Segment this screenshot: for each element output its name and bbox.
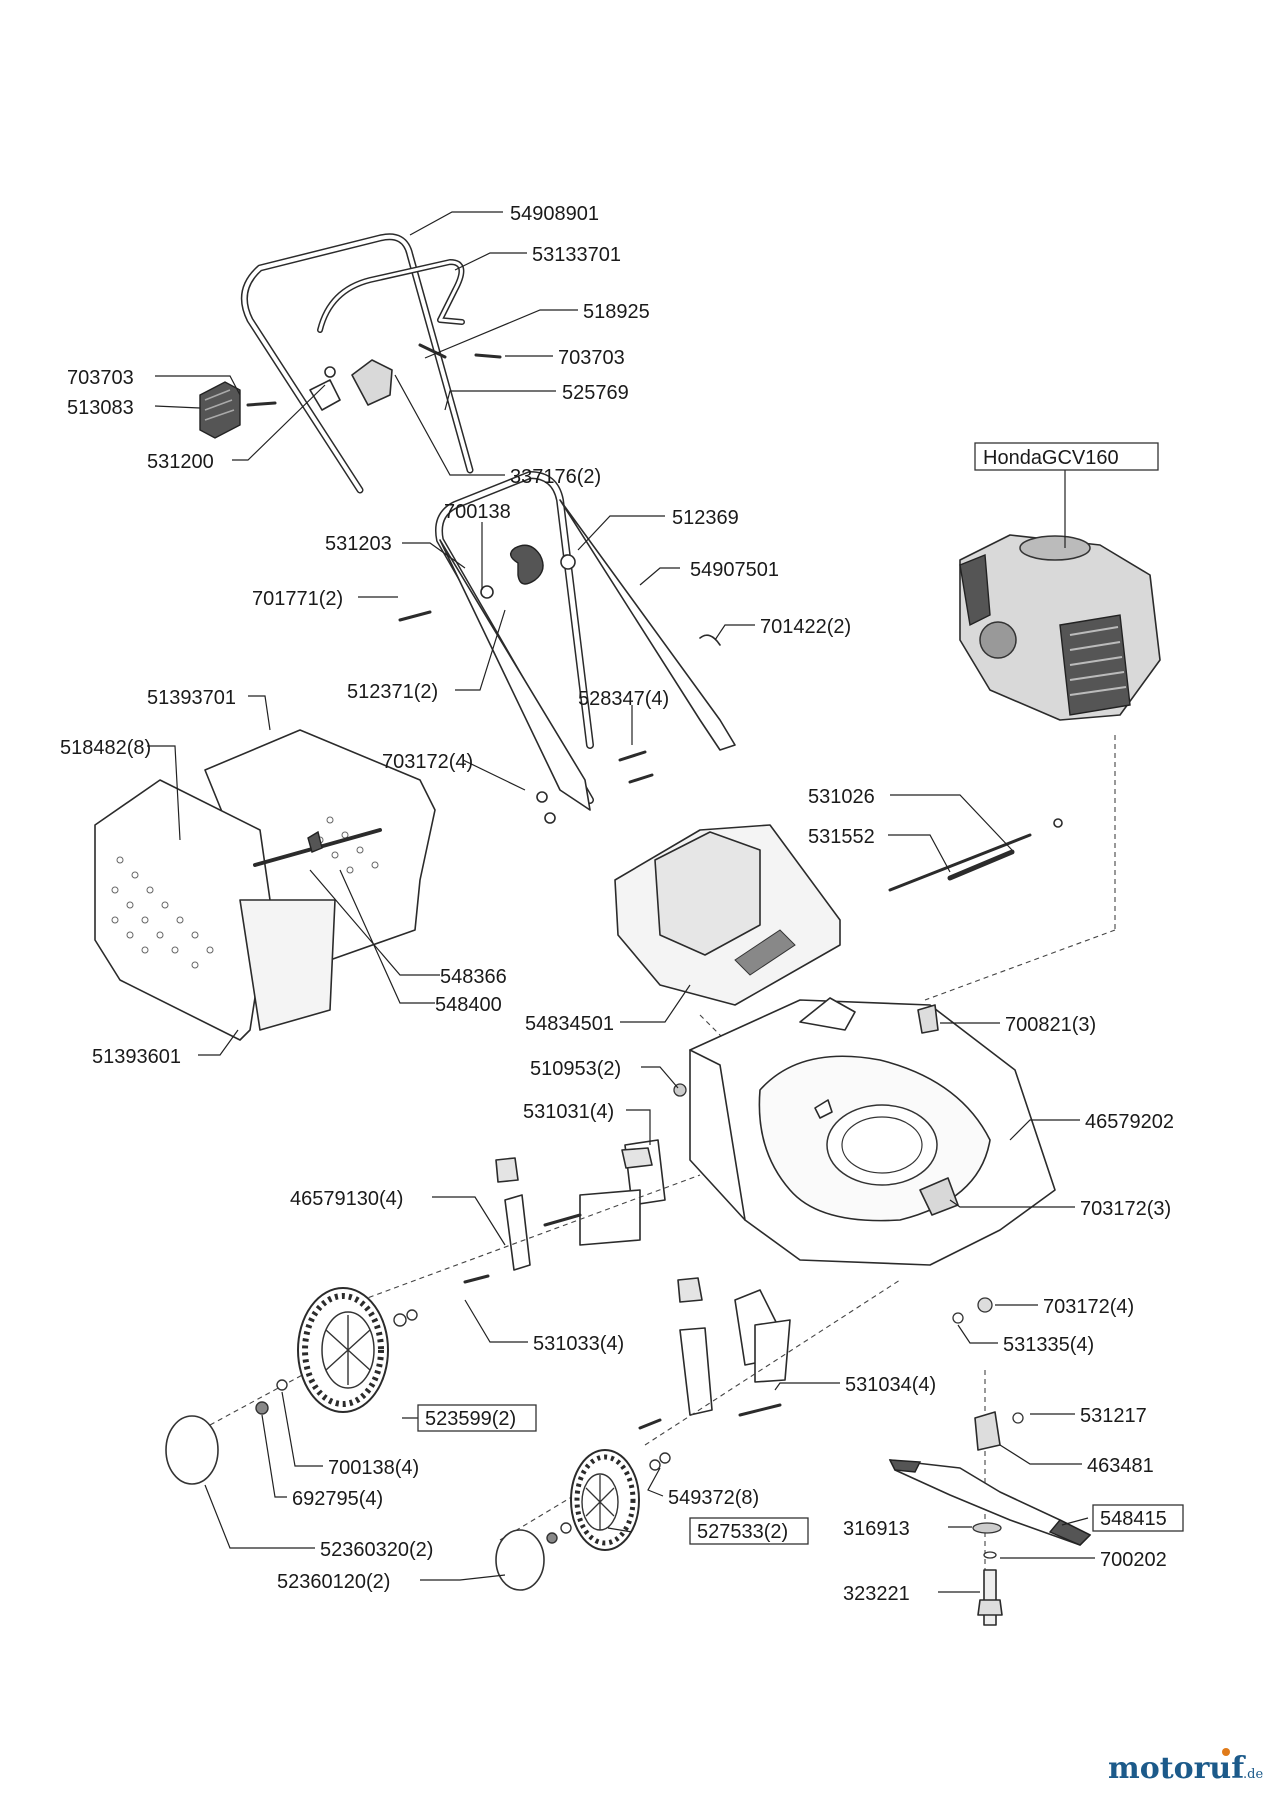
rear-wheel-drawing [165,1287,418,1485]
leader-lines [147,211,1095,1593]
rear-wheel-label-box [417,1404,537,1432]
part-label: 531203 [325,533,392,555]
engine-label-box [974,442,1159,471]
part-label: 51393601 [92,1046,181,1068]
part-label: 701422(2) [760,616,851,638]
handle-grip-drawing [199,381,277,439]
part-label: 700138 [444,501,511,523]
part-label: 531033(4) [533,1333,624,1355]
part-label: 549372(8) [668,1487,759,1509]
part-label: 531335(4) [1003,1334,1094,1356]
part-label: 703172(4) [382,751,473,773]
lower-handle-drawing [398,471,736,824]
watermark-suffix: .de [1243,1767,1263,1782]
blade-assembly-drawing [888,1411,1092,1626]
part-label: 548400 [435,994,502,1016]
parts-drawings [94,233,1161,1626]
part-label: 531034(4) [845,1374,936,1396]
mower-deck-drawing [689,997,1056,1266]
axle-shafts-drawing [888,818,1063,892]
rear-flap-drawing [614,824,841,1056]
blade-label-box [1092,1504,1184,1532]
rear-wheel-label: 523599(2) [425,1408,516,1430]
height-adjuster-drawing [463,1139,791,1430]
part-label: 54907501 [690,559,779,581]
part-label: 52360320(2) [320,1539,433,1561]
part-label: 337176(2) [510,466,601,488]
front-wheel-drawing [495,1449,671,1591]
front-wheel-label: 527533(2) [697,1521,788,1543]
handle-clamp-drawing [309,343,502,411]
upper-handle-drawing [240,233,474,494]
part-label: 703172(3) [1080,1198,1171,1220]
part-label: 700821(3) [1005,1014,1096,1036]
part-label: 703703 [67,367,134,389]
front-wheel-label-box [689,1517,809,1545]
part-label: 531552 [808,826,875,848]
blade-label: 548415 [1100,1508,1167,1530]
part-label: 54908901 [510,203,599,225]
part-label: 463481 [1087,1455,1154,1477]
watermark-accent-dot [1222,1748,1230,1756]
boxed-labels: HondaGCV160 523599(2) 527533(2) 548415 [417,442,1184,1545]
engine-drawing [959,534,1161,721]
top-bar-drawing [317,259,465,333]
part-label: 703172(4) [1043,1296,1134,1318]
part-label: 53133701 [532,244,621,266]
part-label: 531200 [147,451,214,473]
part-label: 510953(2) [530,1058,621,1080]
part-label: 703703 [558,347,625,369]
engine-label: HondaGCV160 [983,447,1119,469]
small-hardware-drawing [673,1004,993,1324]
part-label: 316913 [843,1518,910,1540]
part-label: 52360120(2) [277,1571,390,1593]
part-label: 513083 [67,397,134,419]
part-label: 692795(4) [292,1488,383,1510]
part-label: 512371(2) [347,681,438,703]
part-label: 700138(4) [328,1457,419,1479]
part-label: 531026 [808,786,875,808]
part-label: 525769 [562,382,629,404]
part-label: 54834501 [525,1013,614,1035]
part-label: 46579130(4) [290,1188,403,1210]
part-label: 531031(4) [523,1101,614,1123]
watermark-text: motoruf [1108,1751,1246,1786]
part-label: 531217 [1080,1405,1147,1427]
watermark-logo: motoruf .de [1108,1748,1263,1786]
part-label: 323221 [843,1583,910,1605]
part-label: 528347(4) [578,688,669,710]
part-label: 51393701 [147,687,236,709]
part-label: 548366 [440,966,507,988]
part-label: 518925 [583,301,650,323]
part-label: 700202 [1100,1549,1167,1571]
part-label: 46579202 [1085,1111,1174,1133]
part-labels: 54908901 53133701 518925 703703 703703 5… [60,203,1174,1605]
part-label: 518482(8) [60,737,151,759]
part-label: 512369 [672,507,739,529]
part-label: 701771(2) [252,588,343,610]
grass-catcher-drawing [94,729,436,1041]
